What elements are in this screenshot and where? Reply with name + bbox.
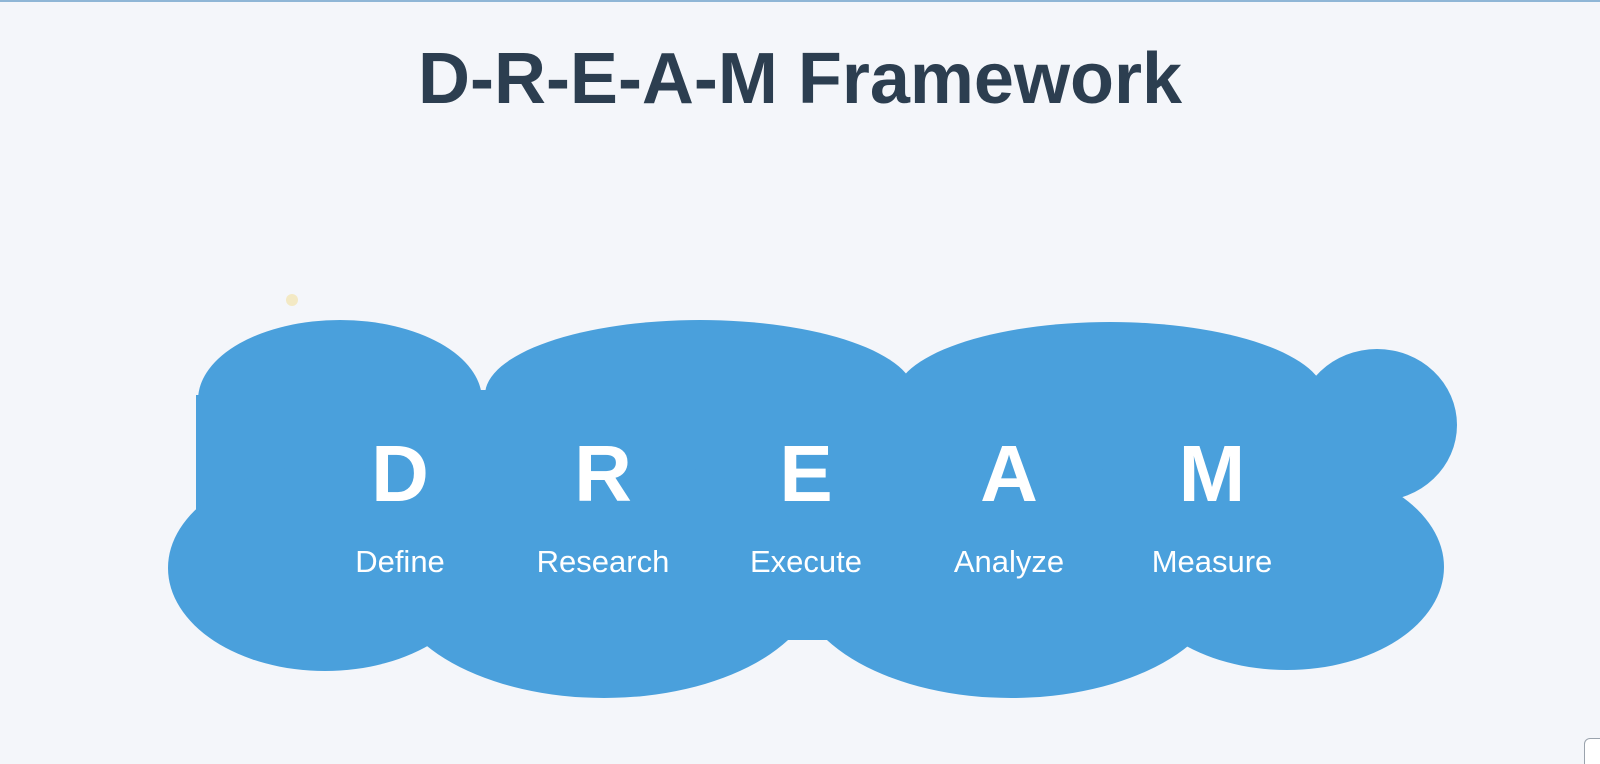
step-analyze: A Analyze (909, 430, 1109, 580)
step-measure: M Measure (1112, 430, 1312, 580)
step-label: Execute (749, 544, 862, 579)
step-label: Research (536, 544, 670, 579)
page-title: D-R-E-A-M Framework (417, 39, 1183, 119)
step-define: D Define (300, 430, 500, 580)
accent-dot (286, 294, 298, 306)
step-letter: M (1178, 429, 1246, 518)
step-letter: R (574, 429, 632, 518)
corner-widget[interactable] (1584, 738, 1600, 764)
top-border (0, 0, 1600, 2)
step-label: Measure (1151, 544, 1273, 579)
step-label: Analyze (953, 544, 1065, 579)
step-letter: A (980, 429, 1038, 518)
step-letter: E (779, 429, 833, 518)
step-research: R Research (503, 430, 703, 580)
step-label: Define (355, 544, 445, 579)
step-execute: E Execute (706, 430, 906, 580)
step-letter: D (371, 429, 429, 518)
